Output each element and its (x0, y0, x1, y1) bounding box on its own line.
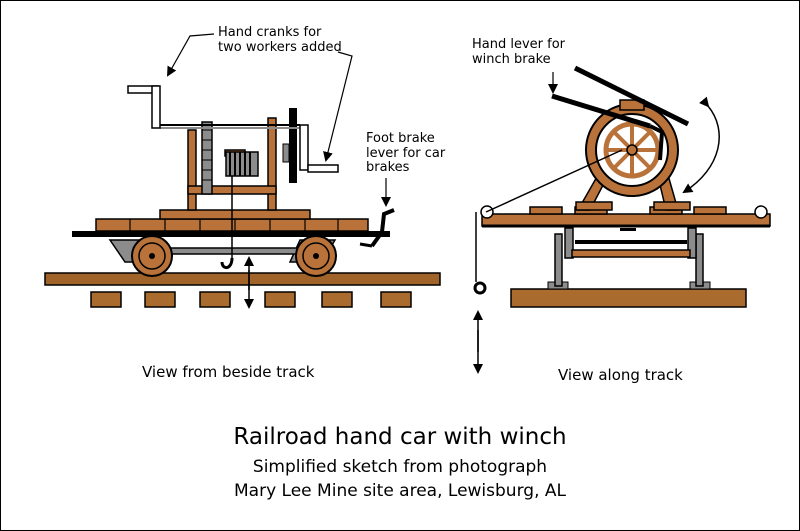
end-ground-timber (510, 288, 747, 308)
label-hand-cranks: Hand cranks for two workers added (218, 25, 342, 55)
label-hand-lever: Hand lever for winch brake (472, 37, 566, 67)
side-view (44, 33, 441, 309)
end-brake-lever-lower (551, 93, 651, 129)
side-long-beam (72, 231, 390, 237)
side-crank-right (299, 124, 339, 173)
side-deck-planks (129, 219, 339, 231)
label-view-beside: View from beside track (142, 363, 315, 381)
callout-hand-cranks-left (167, 33, 215, 77)
label-view-along: View along track (558, 366, 683, 384)
callout-hand-cranks-right (323, 51, 353, 162)
end-rotation-arrow (682, 96, 720, 194)
caption-location: Mary Lee Mine site area, Lewisburg, AL (234, 481, 566, 501)
side-wheel-left (131, 235, 173, 277)
side-ties (90, 291, 412, 308)
caption-subtitle: Simplified sketch from photograph (252, 457, 548, 477)
end-rope (485, 149, 623, 213)
side-brake-hub (282, 143, 290, 163)
end-view (473, 65, 771, 374)
side-foot-brake-lever (370, 208, 395, 248)
side-wheel-right (295, 235, 337, 277)
caption-title: Railroad hand car with winch (233, 424, 567, 450)
end-deck (481, 213, 771, 227)
end-axle (571, 228, 691, 258)
side-crank-left (127, 85, 161, 129)
label-foot-brake: Foot brake lever for car brakes (366, 131, 446, 176)
side-gear (201, 121, 213, 195)
end-brake-lever-upper (573, 65, 690, 127)
end-supports (554, 227, 704, 287)
end-winch-wheel (585, 103, 679, 197)
side-upper-plank (159, 209, 311, 220)
end-hook (473, 281, 487, 295)
side-brake-disc (289, 108, 297, 183)
side-hook (220, 257, 234, 269)
end-deck-blocks (529, 206, 727, 215)
side-rail (44, 272, 441, 286)
side-winch-drum (225, 151, 259, 177)
